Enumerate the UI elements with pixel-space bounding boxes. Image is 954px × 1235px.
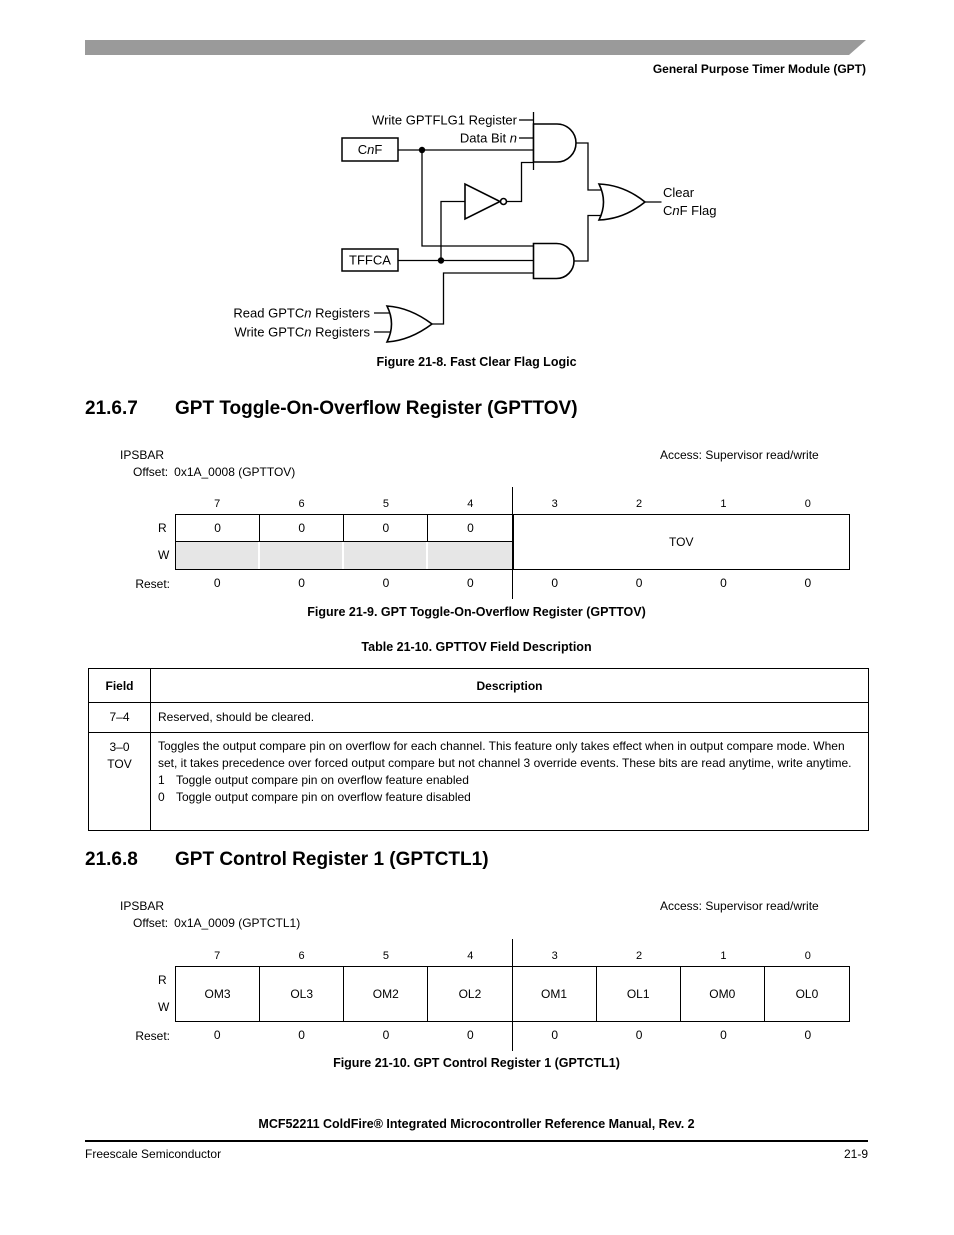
access-note: Access: Supervisor read/write <box>660 899 819 913</box>
read-row-label: R <box>158 521 167 535</box>
reset-row-label: Reset: <box>135 577 170 591</box>
w-bit-6 <box>260 542 345 569</box>
offset-line: Offset: 0x1A_0008 (GPTTOV) <box>133 465 295 479</box>
field-cell: 7–4 <box>89 703 151 732</box>
figure-21-9-caption: Figure 21-9. GPT Toggle-On-Overflow Regi… <box>307 605 646 619</box>
clear-flag-label-line2: CnF Flag <box>663 203 716 218</box>
field-ol2: OL2 <box>428 967 513 1021</box>
tffca-box <box>341 248 399 272</box>
section-title: GPT Control Register 1 (GPTCTL1) <box>175 849 489 870</box>
footer-page-number: 21-9 <box>843 1147 868 1161</box>
w-bit-7 <box>176 542 261 569</box>
gpttov-field-description-table: Field Description 7–4 Reserved, should b… <box>88 668 869 831</box>
description-cell: Reserved, should be cleared. <box>158 710 315 724</box>
and-gate-top <box>532 123 577 163</box>
and-gate-bottom <box>532 242 575 280</box>
w-bit-4 <box>428 542 513 569</box>
ipsbar-label: IPSBAR <box>120 448 165 462</box>
bit-number-row: 7 6 5 4 3 2 1 0 <box>214 498 811 510</box>
cnf-box <box>341 137 399 162</box>
offset-line: Offset: 0x1A_0009 (GPTCTL1) <box>133 916 300 930</box>
bit-number-row: 7 6 5 4 3 2 1 0 <box>214 950 811 962</box>
junction-dot-tffca <box>437 257 445 264</box>
read-gptc-label: Read GPTCn Registers <box>233 306 370 321</box>
reset-value-row: 0 0 0 0 0 0 0 0 <box>213 1028 812 1042</box>
byte-half-divider <box>512 487 513 599</box>
inverter-icon <box>464 182 508 221</box>
reset-value-row: 0 0 0 0 0 0 0 0 <box>213 576 812 590</box>
running-header: General Purpose Timer Module (GPT) <box>652 62 866 76</box>
r-bit-6: 0 <box>260 515 345 542</box>
reset-row-label: Reset: <box>135 1029 170 1043</box>
r-bit-4: 0 <box>428 515 513 542</box>
r-bit-5: 0 <box>344 515 429 542</box>
field-ol0: OL0 <box>795 987 819 1001</box>
or-gate-readwrite <box>385 305 434 343</box>
access-note: Access: Supervisor read/write <box>660 448 819 462</box>
section-number: 21.6.7 <box>85 398 138 419</box>
write-gptc-label: Write GPTCn Registers <box>234 325 370 340</box>
tov-field: TOV <box>512 515 850 569</box>
r-bit-7: 0 <box>176 515 261 542</box>
w-bit-5 <box>344 542 429 569</box>
section-title: GPT Toggle-On-Overflow Register (GPTTOV) <box>175 398 578 419</box>
header-bar <box>85 40 866 55</box>
footer-doc-title: MCF52211 ColdFire® Integrated Microcontr… <box>258 1117 695 1131</box>
gptctl1-register-diagram: 7 6 5 4 3 2 1 0 OM3 OL3 OM2 OL2 OM1 OL1 … <box>135 939 850 1051</box>
write-gptflg1-label: Write GPTFLG1 Register <box>372 113 518 128</box>
junction-dot-cnf <box>418 146 426 154</box>
description-column-header: Description <box>476 678 543 693</box>
byte-half-divider <box>512 939 513 1051</box>
offset-label: Offset: <box>133 465 169 479</box>
fast-clear-flag-logic-diagram: Write GPTFLG1 Register Data Bit n CnF TF… <box>233 112 716 343</box>
tffca-label: TFFCA <box>349 253 391 268</box>
footer-rule <box>85 1140 868 1142</box>
offset-label: Offset: <box>133 916 169 930</box>
figure-21-8-caption: Figure 21-8. Fast Clear Flag Logic <box>376 355 577 369</box>
read-row-label: R <box>158 973 167 987</box>
write-row-label: W <box>158 548 170 562</box>
offset-value: 0x1A_0008 (GPTTOV) <box>174 465 296 479</box>
write-row-label: W <box>158 1000 170 1014</box>
gpttov-register-diagram: 7 6 5 4 3 2 1 0 0 0 0 0 TOV R W Reset: 0… <box>135 487 850 599</box>
offset-value: 0x1A_0009 (GPTCTL1) <box>174 916 301 930</box>
section-heading-gpttov: 21.6.7 GPT Toggle-On-Overflow Register (G… <box>85 398 578 420</box>
ipsbar-label: IPSBAR <box>120 899 165 913</box>
field-ol3: OL3 <box>260 967 345 1021</box>
field-cell: 3–0 TOV <box>89 733 151 830</box>
cnf-label: CnF <box>358 142 383 157</box>
table-row: 3–0 TOV Toggles the output compare pin o… <box>89 732 868 830</box>
table-header-row: Field Description <box>89 669 868 702</box>
or-gate-output <box>597 183 647 221</box>
clear-flag-label-line1: Clear <box>663 185 695 200</box>
section-number: 21.6.8 <box>85 849 138 870</box>
footer-company: Freescale Semiconductor <box>85 1147 222 1161</box>
field-om3: OM3 <box>176 967 261 1021</box>
field-ol1: OL1 <box>597 967 681 1021</box>
figure-21-10-caption: Figure 21-10. GPT Control Register 1 (GP… <box>333 1056 620 1070</box>
diagram-wires <box>374 112 662 333</box>
description-cell: Toggles the output compare pin on overfl… <box>151 733 868 830</box>
field-om1: OM1 <box>513 967 597 1021</box>
table-21-10-caption: Table 21-10. GPTTOV Field Description <box>361 640 592 654</box>
field-om0: OM0 <box>681 967 765 1021</box>
data-bit-label: Data Bit n <box>460 131 517 146</box>
field-om2: OM2 <box>344 967 429 1021</box>
table-row: 7–4 Reserved, should be cleared. <box>89 702 868 732</box>
field-column-header: Field <box>89 669 151 702</box>
section-heading-gptctl1: 21.6.8 GPT Control Register 1 (GPTCTL1) <box>85 849 489 871</box>
